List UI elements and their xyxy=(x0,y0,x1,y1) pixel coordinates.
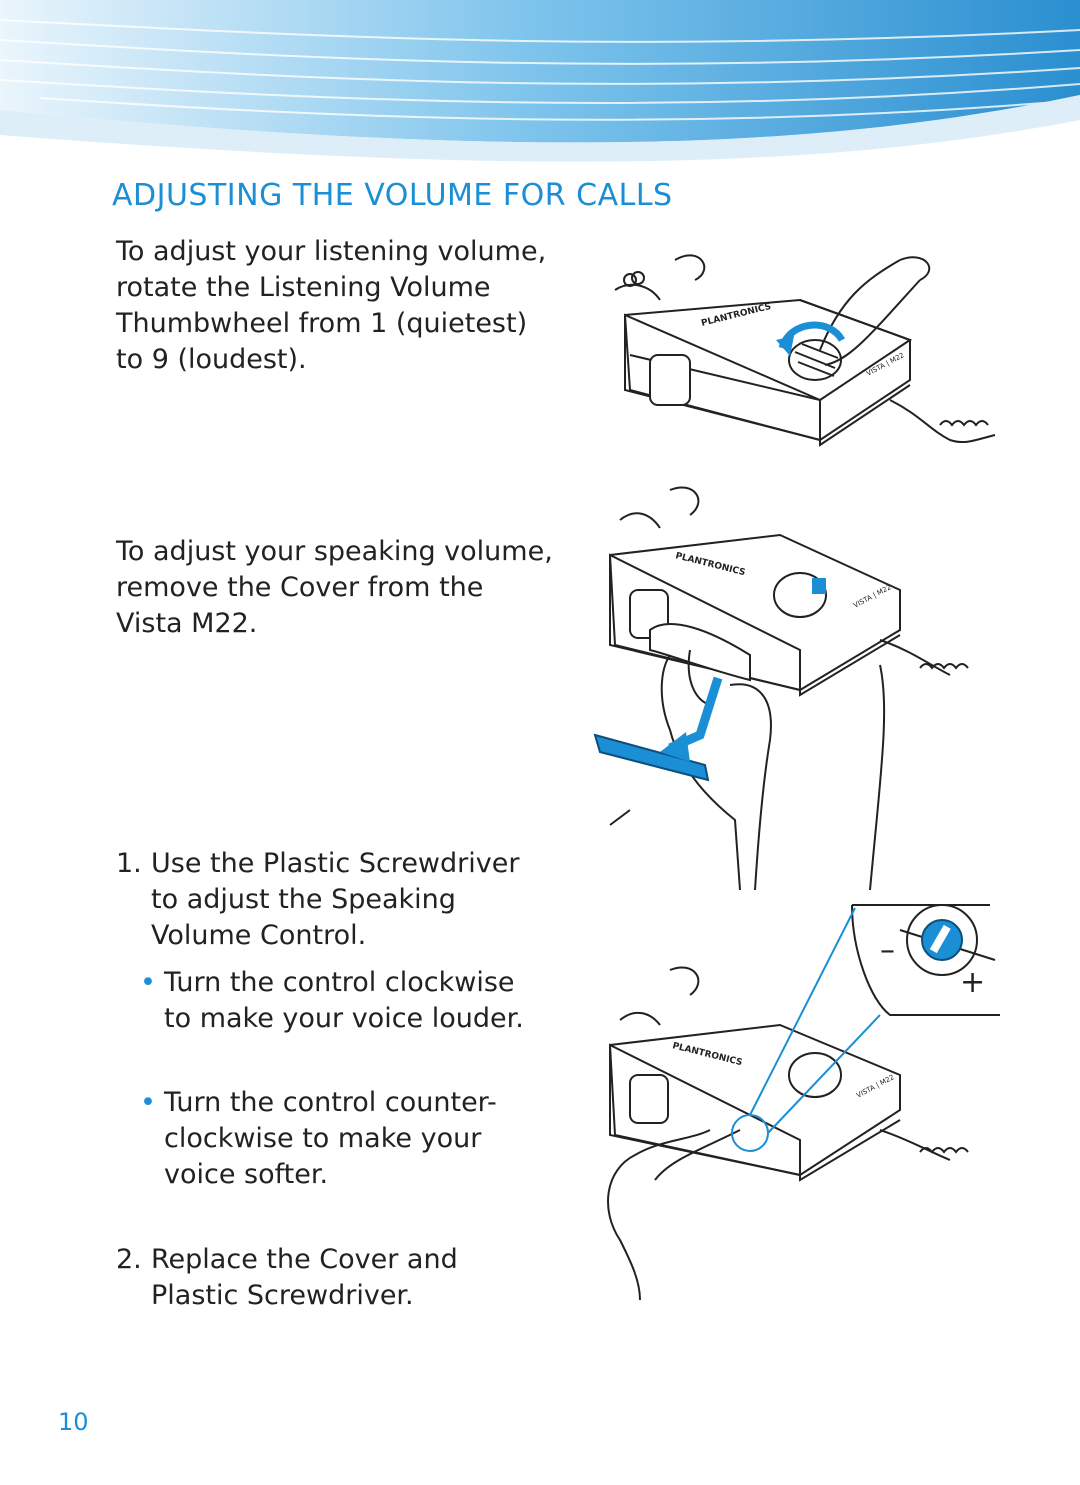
thumbwheel-ridges xyxy=(794,343,839,377)
step-text: Use the Plastic Screwdriver to adjust th… xyxy=(151,848,520,951)
cord-right-coil xyxy=(919,663,969,670)
cord-right xyxy=(889,399,996,444)
rotation-arrowhead-icon xyxy=(776,336,794,356)
cord-right-coil xyxy=(939,420,989,427)
step-number: 1. xyxy=(116,848,142,879)
zoom-minus-label: – xyxy=(880,933,895,968)
device-top-edge xyxy=(629,299,913,402)
finger-tip xyxy=(899,256,931,281)
zoom-plus-label: + xyxy=(960,965,985,1000)
cord-top xyxy=(669,486,700,516)
hand-finger xyxy=(819,259,921,366)
cord-left xyxy=(619,512,661,529)
step-number: 2. xyxy=(116,1244,142,1275)
bullet-softer: • Turn the control counter-clockwise to … xyxy=(140,1085,530,1193)
step-1: 1. Use the Plastic Screwdriver to adjust… xyxy=(116,846,536,954)
step-text: Replace the Cover and Plastic Screwdrive… xyxy=(151,1244,458,1311)
page-number: 10 xyxy=(58,1408,89,1436)
thumbwheel-indicator xyxy=(812,578,826,594)
device-side xyxy=(819,384,911,447)
device-side xyxy=(799,634,901,697)
screwdriver-handle xyxy=(609,809,631,826)
thumbwheel xyxy=(788,1052,842,1098)
bullet-dot: • xyxy=(140,967,156,998)
screwdriver-illustration: – + PLANTRONICS VISTA | M22 xyxy=(607,904,1000,1301)
wrist-line xyxy=(869,664,886,890)
step-2: 2. Replace the Cover and Plastic Screwdr… xyxy=(116,1242,536,1314)
cord-left xyxy=(619,1011,661,1026)
bullet-text: Turn the control counter-clockwise to ma… xyxy=(164,1087,497,1190)
cord-right xyxy=(879,1129,951,1161)
remove-arrowhead-icon xyxy=(660,732,690,762)
bullet-louder: • Turn the control clockwise to make you… xyxy=(140,965,530,1037)
section-heading: ADJUSTING THE VOLUME FOR CALLS xyxy=(112,178,673,213)
cord-right-coil xyxy=(919,1147,969,1154)
cord-top xyxy=(669,966,700,996)
listening-volume-paragraph: To adjust your listening volume, rotate … xyxy=(116,236,547,375)
screwdriver xyxy=(654,1129,741,1181)
cord-right xyxy=(879,639,951,676)
cover-piece xyxy=(593,733,710,782)
control-slot xyxy=(929,924,951,954)
zoom-connector-lines xyxy=(749,907,881,1134)
zoom-panel-outline xyxy=(851,904,1000,1016)
bullet-dot: • xyxy=(140,1087,156,1118)
bullet-text: Turn the control clockwise to make your … xyxy=(164,967,524,1034)
hand-outline-left xyxy=(660,654,741,890)
device-side xyxy=(799,1119,901,1182)
cord-coil xyxy=(623,271,646,287)
remove-cover-illustration: PLANTRONICS VISTA | M22 xyxy=(593,486,969,890)
cord-left xyxy=(614,283,661,301)
header-banner xyxy=(0,0,1080,162)
hand-outline xyxy=(607,1129,711,1301)
cover-slot xyxy=(649,623,751,682)
handset-rest xyxy=(629,1074,669,1124)
speaking-volume-paragraph: To adjust your speaking volume, remove t… xyxy=(116,536,553,639)
thumbwheel-illustration: PLANTRONICS VISTA | M22 xyxy=(614,254,996,447)
handset-rest xyxy=(649,354,691,406)
hand-outline-right xyxy=(729,683,772,890)
cord-top xyxy=(674,254,706,281)
